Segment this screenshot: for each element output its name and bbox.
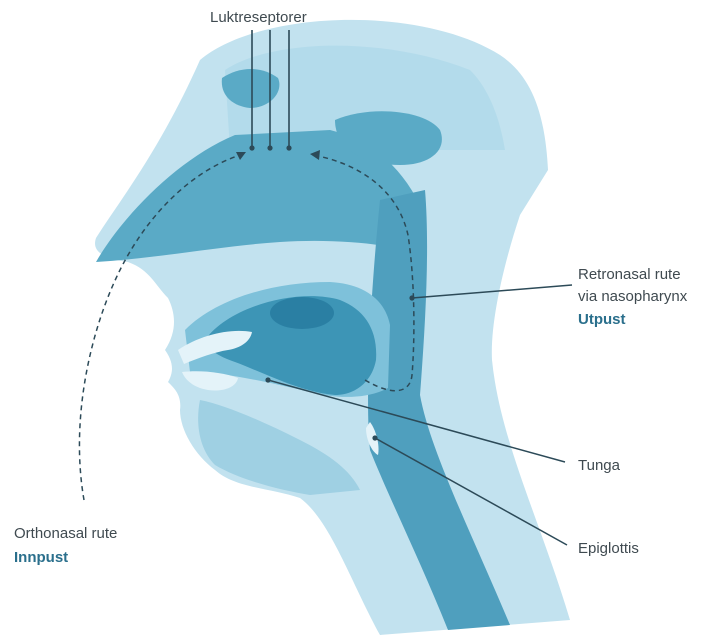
leader-dot	[372, 435, 377, 440]
retronasal-label-line2: via nasopharynx	[578, 287, 687, 306]
orthonasal-action-label: Innpust	[14, 548, 68, 567]
soft-palate	[270, 297, 334, 329]
olfactory-receptors-label: Luktreseptorer	[210, 8, 307, 27]
leader-dot	[409, 295, 414, 300]
orthonasal-label: Orthonasal rute	[14, 524, 117, 543]
retronasal-action-label: Utpust	[578, 310, 626, 329]
retronasal-label-line1: Retronasal rute	[578, 265, 681, 284]
leader-dot	[265, 377, 270, 382]
epiglottis-label: Epiglottis	[578, 539, 639, 558]
tongue-label: Tunga	[578, 456, 620, 475]
